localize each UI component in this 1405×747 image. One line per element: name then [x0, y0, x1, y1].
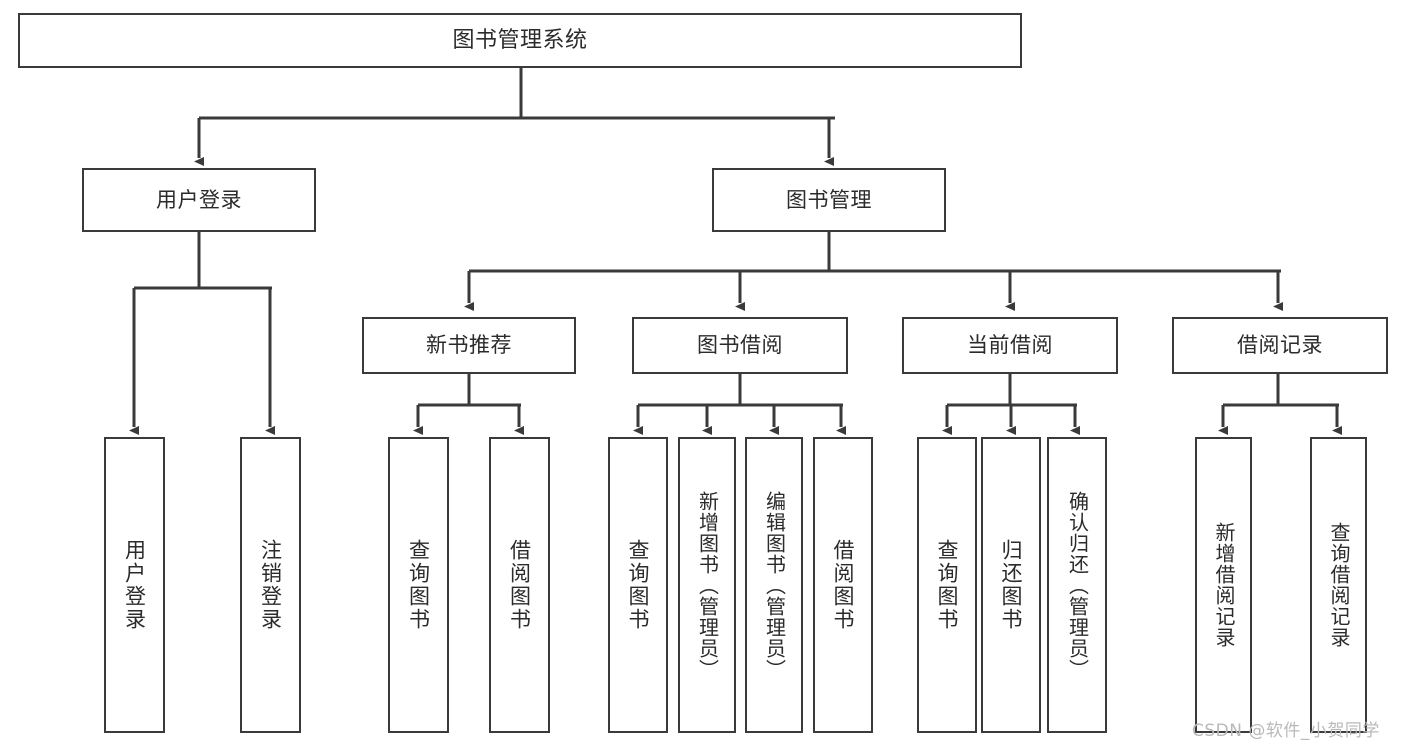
- node-book-borrow[interactable]: 图书借阅: [632, 317, 848, 374]
- node-user-login[interactable]: 用户登录: [82, 168, 316, 232]
- leaf-return-book[interactable]: 归还图书: [981, 437, 1041, 733]
- leaf-add-borrow-record[interactable]: 新增借阅记录: [1195, 437, 1252, 733]
- leaf-confirm-return-admin[interactable]: 确认归还（管理员）: [1047, 437, 1107, 733]
- node-borrow-records[interactable]: 借阅记录: [1172, 317, 1388, 374]
- node-label: 新增借阅记录: [1212, 522, 1236, 648]
- leaf-add-book-admin[interactable]: 新增图书（管理员）: [678, 437, 736, 733]
- leaf-borrow-book[interactable]: 借阅图书: [813, 437, 873, 733]
- node-label: 图书管理: [786, 187, 872, 212]
- node-label: 借阅图书: [831, 539, 856, 631]
- node-label: 借阅记录: [1237, 333, 1323, 357]
- watermark: CSDN @软件_小贺同学: [1192, 721, 1380, 741]
- node-label: 编辑图书（管理员）: [762, 490, 787, 680]
- node-current-borrow[interactable]: 当前借阅: [902, 317, 1118, 374]
- leaf-borrow-book-new[interactable]: 借阅图书: [489, 437, 550, 733]
- node-label: 新书推荐: [426, 333, 512, 357]
- node-label: 图书借阅: [697, 333, 783, 357]
- node-label: 图书管理系统: [452, 27, 588, 53]
- leaf-user-login[interactable]: 用户登录: [104, 437, 165, 733]
- leaf-edit-book-admin[interactable]: 编辑图书（管理员）: [745, 437, 803, 733]
- node-label: 借阅图书: [507, 539, 532, 631]
- node-label: 用户登录: [156, 187, 242, 212]
- node-label: 查询图书: [406, 539, 431, 631]
- leaf-query-borrow-record[interactable]: 查询借阅记录: [1310, 437, 1367, 733]
- node-label: 确认归还（管理员）: [1065, 490, 1090, 680]
- node-label: 查询借阅记录: [1327, 522, 1351, 648]
- node-label: 当前借阅: [967, 333, 1053, 357]
- leaf-query-book-new[interactable]: 查询图书: [388, 437, 449, 733]
- node-label: 注销登录: [258, 539, 283, 631]
- leaf-user-logout[interactable]: 注销登录: [240, 437, 301, 733]
- leaf-query-book-borrow[interactable]: 查询图书: [608, 437, 668, 733]
- node-root-system[interactable]: 图书管理系统: [18, 13, 1022, 68]
- node-label: 用户登录: [122, 539, 147, 631]
- node-label: 新增图书（管理员）: [695, 490, 720, 680]
- node-label: 查询图书: [935, 539, 960, 631]
- node-book-management[interactable]: 图书管理: [712, 168, 946, 232]
- leaf-query-book-current[interactable]: 查询图书: [917, 437, 977, 733]
- node-label: 查询图书: [626, 539, 651, 631]
- node-new-book-recommend[interactable]: 新书推荐: [362, 317, 576, 374]
- node-label: 归还图书: [999, 539, 1024, 631]
